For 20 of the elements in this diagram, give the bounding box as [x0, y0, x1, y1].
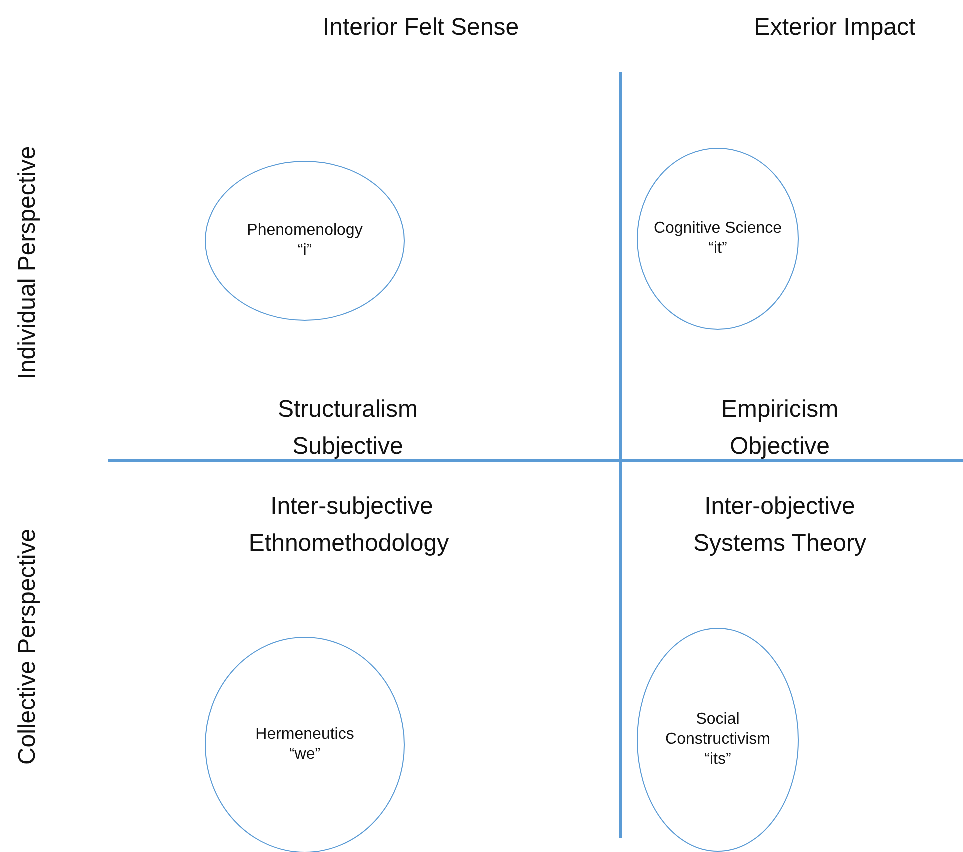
pronoun-label: “i” — [298, 241, 312, 261]
concept-name: Phenomenology — [247, 221, 363, 241]
quadrant-label: Systems Theory — [694, 530, 866, 558]
quadrant-label: Ethnomethodology — [248, 530, 450, 558]
pronoun-label: “we” — [289, 745, 321, 765]
quadrant-label: Inter-subjective — [270, 493, 434, 521]
quadrant-label: Empiricism — [721, 396, 839, 424]
concept-name: Hermeneutics — [256, 725, 354, 745]
pronoun-label: “its” — [704, 750, 732, 770]
quadrant-label: Objective — [730, 433, 830, 461]
quadrant-label: Subjective — [292, 433, 404, 461]
row-heading: Individual Perspective — [14, 146, 42, 380]
row-heading: Collective Perspective — [14, 528, 42, 766]
pronoun-label: “it” — [708, 239, 728, 259]
concept-name: Social Constructivism — [664, 710, 772, 750]
column-heading: Exterior Impact — [754, 14, 916, 42]
concept-name: Cognitive Science — [654, 219, 782, 239]
quadrant-label: Structuralism — [278, 396, 418, 424]
column-heading: Interior Felt Sense — [322, 14, 520, 42]
quadrant-label: Inter-objective — [704, 493, 856, 521]
